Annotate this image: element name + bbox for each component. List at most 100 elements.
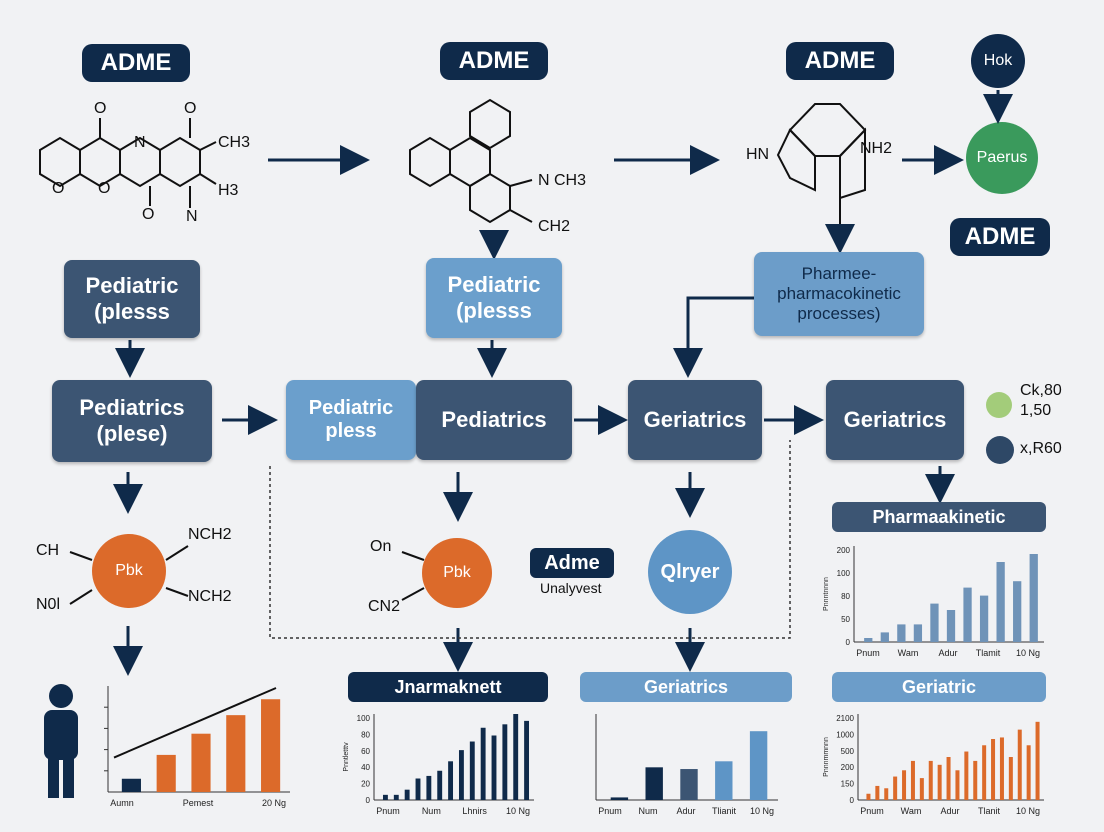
chart-bar: [437, 770, 443, 800]
x-tick-label: Tlamit: [976, 648, 1001, 658]
chart3-title: Geriatrics: [580, 672, 792, 702]
y-axis-label: Pnnntnnnn: [823, 577, 830, 611]
pbk2-on: On: [370, 538, 392, 555]
chart-bar: [930, 603, 939, 642]
chart-bar: [749, 731, 768, 800]
legend-item1-line2: 1,50: [1020, 402, 1052, 419]
x-tick-label: Adur: [938, 648, 957, 658]
pediatric-box-1: Pediatric (plesss: [64, 260, 200, 338]
x-tick-label: 10 Ng: [1016, 806, 1040, 816]
geriatrics-box-e: Geriatrics: [826, 380, 964, 460]
x-tick-label: Pemest: [183, 798, 214, 808]
adme-pill-3: ADME: [786, 42, 894, 80]
x-tick-label: 10 Ng: [1016, 648, 1040, 658]
legend-dot-green: [986, 392, 1012, 418]
pbk1-nch2a: NCH2: [188, 526, 232, 543]
chart-bar: [469, 741, 475, 800]
chart-bar: [121, 778, 141, 792]
pediatric-box-2: Pediatric (plesss: [426, 258, 562, 338]
chart-bar: [426, 775, 432, 800]
chart-bar: [973, 760, 978, 800]
molecule-1-icon: [39, 118, 217, 208]
chart-bar: [902, 770, 907, 800]
mol1-o4: O: [98, 180, 111, 197]
chart-bar: [480, 727, 486, 800]
chart-bar: [864, 638, 873, 642]
pbk1-ch: CH: [36, 542, 60, 559]
molecule-3-icon: [776, 103, 867, 238]
x-tick-label: Num: [422, 806, 441, 816]
y-tick-label: 0: [846, 638, 851, 647]
adme-small-pill: Adme: [530, 548, 614, 578]
chart-bar: [513, 714, 519, 800]
mol1-o3: O: [52, 180, 65, 197]
pharmacokinetic-processes-box: Pharmee- pharmacokinetic processes): [754, 252, 924, 336]
chart-bar: [946, 610, 956, 642]
chart-bar: [524, 720, 530, 800]
adme-pill-4: ADME: [950, 218, 1050, 256]
y-tick-label: 150: [841, 780, 855, 789]
y-tick-label: 100: [837, 569, 851, 578]
chart-bar: [1029, 554, 1038, 642]
molecule-2-icon: [409, 98, 533, 224]
adme-pill-2: ADME: [440, 42, 548, 80]
y-tick-label: 0: [366, 796, 371, 805]
mol2-nch3: N CH3: [538, 172, 587, 189]
chart-bar: [919, 778, 924, 800]
chart-bar: [963, 587, 972, 642]
x-tick-label: Wam: [901, 806, 922, 816]
pharm-line2: pharmacokinetic: [777, 284, 901, 303]
unalyvest-label: Unalyvest: [540, 580, 602, 596]
x-tick-label: Pnum: [598, 806, 622, 816]
mol1-n: N: [134, 134, 146, 151]
chart-bar: [156, 754, 176, 792]
chart-bar: [393, 794, 399, 800]
pless-line2: pless: [325, 420, 377, 442]
x-tick-label: 10 Ng: [750, 806, 774, 816]
chart-bar: [382, 794, 388, 800]
x-tick-label: Adur: [676, 806, 695, 816]
chart-bar: [880, 632, 889, 642]
chart-bar: [866, 793, 871, 800]
y-tick-label: 20: [361, 780, 370, 789]
mol3-hn: HN: [746, 146, 770, 163]
qlryer-circle: Qlryer: [648, 530, 732, 614]
chart-3: Pnum Num Adur Tlianit 10 Ng: [595, 714, 778, 816]
mol1-o5: O: [142, 206, 155, 223]
chart-bar: [910, 760, 915, 800]
pediatric-box-2-line1: Pediatric: [447, 272, 541, 297]
pediatric-box-1-line1: Pediatric: [85, 273, 179, 298]
x-tick-label: Lhnirs: [462, 806, 487, 816]
chart-bar: [1026, 745, 1031, 800]
chart-bar: [982, 745, 987, 800]
chart-bar: [491, 735, 497, 800]
chart4-title: Pharmaakinetic: [832, 502, 1046, 532]
chart-bar: [448, 761, 454, 800]
paerus-circle: Paerus: [966, 122, 1038, 194]
mol1-o2: O: [184, 100, 197, 117]
chart-bar: [645, 767, 663, 800]
x-tick-label: Wam: [898, 648, 919, 658]
y-axis-label: Pnntletttv: [343, 742, 350, 772]
legend-item2: x,R60: [1020, 440, 1062, 457]
chart-bar: [999, 737, 1004, 800]
chart-bar: [715, 761, 733, 800]
x-tick-label: Adur: [940, 806, 959, 816]
pbk1-nch2b: NCH2: [188, 588, 232, 605]
chart-bar: [404, 789, 410, 800]
x-tick-label: Tlianit: [712, 806, 737, 816]
chart-bar: [991, 739, 996, 800]
y-tick-label: 200: [837, 546, 851, 555]
adme-pill-1: ADME: [82, 44, 190, 82]
person-icon: [44, 684, 78, 798]
y-tick-label: 100: [357, 714, 371, 723]
y-tick-label: 60: [361, 747, 370, 756]
y-tick-label: 200: [841, 763, 855, 772]
chart-bar: [884, 788, 889, 800]
x-tick-label: Num: [638, 806, 657, 816]
mol2-ch2: CH2: [538, 218, 571, 235]
chart-bar: [415, 778, 421, 800]
chart-bar: [928, 760, 933, 800]
